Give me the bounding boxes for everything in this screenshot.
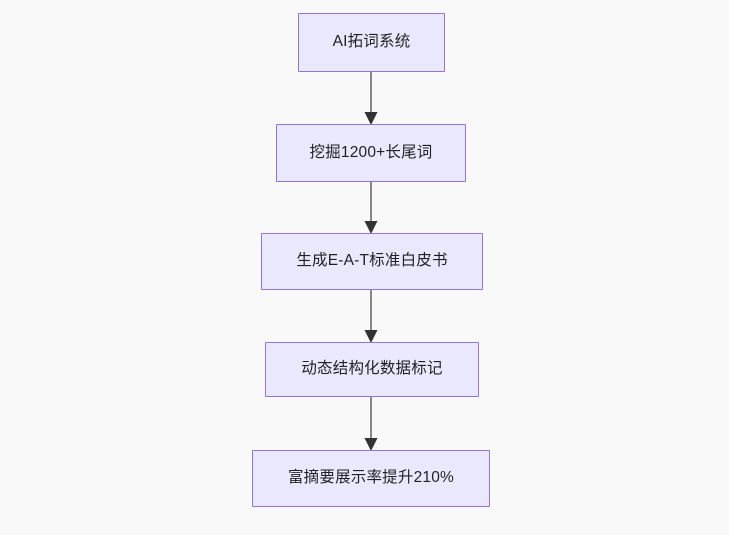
flow-edge-1 bbox=[356, 72, 386, 126]
flow-node-label: 生成E-A-T标准白皮书 bbox=[296, 252, 448, 270]
flow-node-label: 挖掘1200+长尾词 bbox=[309, 143, 433, 161]
flow-edge-3 bbox=[356, 290, 386, 344]
flow-node-label: AI拓词系统 bbox=[332, 33, 411, 51]
flow-node-generate-eat-whitepaper[interactable]: 生成E-A-T标准白皮书 bbox=[261, 233, 483, 290]
flow-edge-4 bbox=[356, 397, 386, 452]
flow-node-rich-snippet-impression-increase[interactable]: 富摘要展示率提升210% bbox=[252, 450, 490, 507]
flow-node-label: 动态结构化数据标记 bbox=[301, 360, 443, 378]
flow-node-dynamic-structured-data-markup[interactable]: 动态结构化数据标记 bbox=[265, 342, 479, 397]
flow-edge-2 bbox=[356, 182, 386, 235]
flow-node-ai-keyword-system[interactable]: AI拓词系统 bbox=[298, 13, 445, 72]
flow-node-label: 富摘要展示率提升210% bbox=[287, 469, 455, 487]
flow-node-mine-longtail-keywords[interactable]: 挖掘1200+长尾词 bbox=[276, 124, 466, 182]
